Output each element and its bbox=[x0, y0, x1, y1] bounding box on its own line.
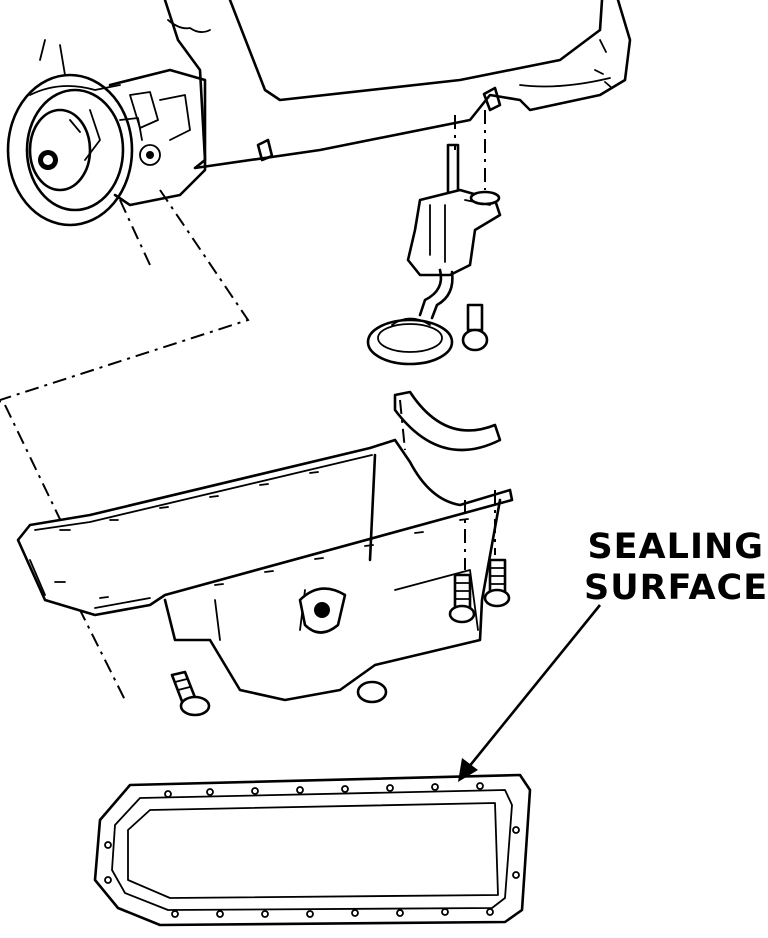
engine-block bbox=[163, 0, 632, 170]
oil-pan-gasket bbox=[93, 773, 532, 927]
callout-arrow bbox=[458, 604, 602, 782]
oil-pump bbox=[366, 110, 502, 366]
crankshaft-pulley bbox=[6, 39, 134, 227]
timing-cover bbox=[108, 68, 207, 207]
callout-label-line1: SEALING bbox=[587, 527, 764, 567]
pan-bolts bbox=[170, 558, 511, 717]
rear-seal bbox=[393, 390, 502, 452]
oil-pan bbox=[16, 438, 514, 704]
callout-label-line2: SURFACE bbox=[584, 568, 768, 608]
